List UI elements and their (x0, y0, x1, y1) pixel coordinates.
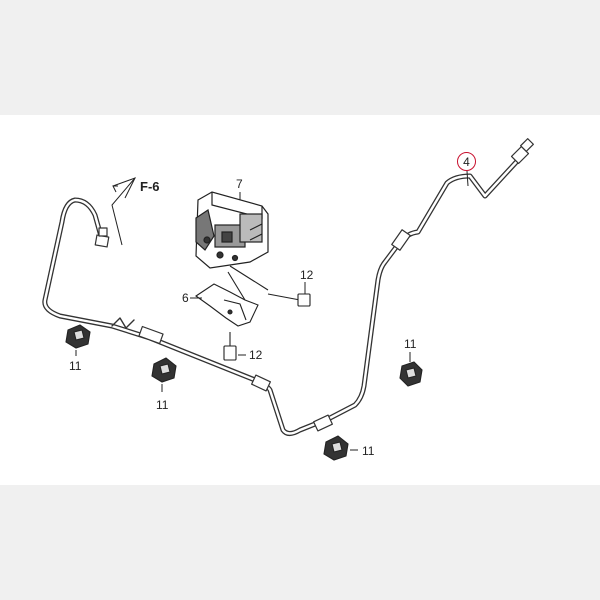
mounting-bracket-icon (195, 265, 269, 327)
pipe-clip-icon (399, 361, 423, 387)
pipe-clip-icon (151, 357, 177, 383)
pipe-clip-icon (323, 435, 349, 461)
brake-pipe-icon (42, 138, 534, 436)
ref-label-f6: F-6 (140, 179, 160, 194)
part-label-11-right: 11 (404, 337, 417, 351)
part-label-11-left: 11 (69, 359, 82, 373)
abs-modulator-icon (195, 191, 269, 269)
part-label-7: 7 (236, 177, 243, 191)
part-label-4: 4 (463, 154, 470, 169)
part-label-12-bottom: 12 (249, 348, 263, 362)
f6-leader-arrows (111, 177, 137, 246)
part-label-11-bottom: 11 (362, 444, 375, 458)
part-label-12-top: 12 (300, 268, 314, 282)
part-label-6: 6 (182, 291, 189, 305)
part-callout-4[interactable]: 4 (457, 152, 476, 171)
bolt-icon (223, 332, 237, 361)
pipe-clip-icon (65, 324, 91, 349)
part-label-11-mid: 11 (156, 398, 169, 412)
leader-line-4 (466, 170, 469, 187)
bolt-icon (267, 293, 311, 307)
